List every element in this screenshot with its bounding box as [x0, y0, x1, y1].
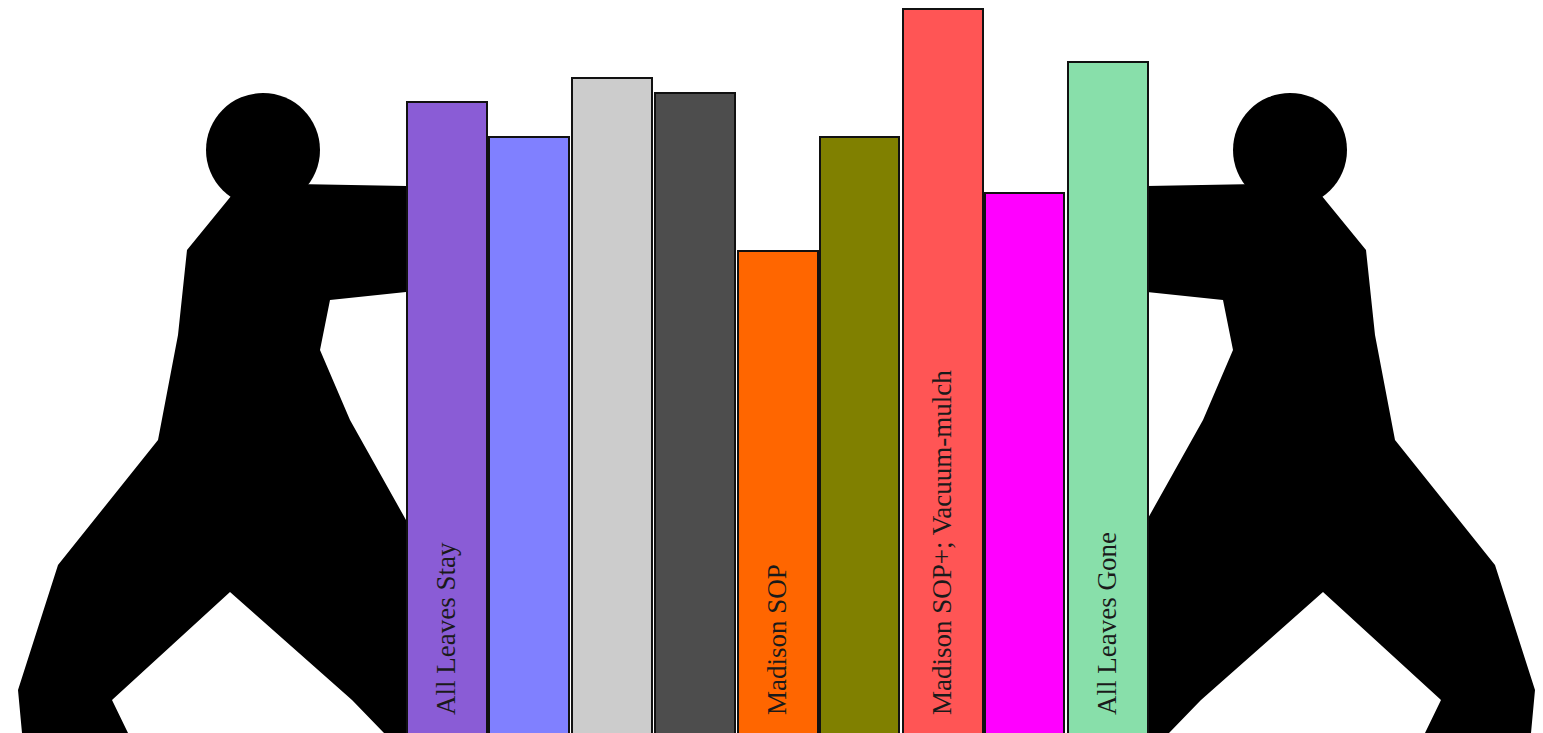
book [489, 137, 569, 733]
book-spine: All Leaves Gone [1067, 61, 1149, 733]
figure-body [18, 184, 406, 733]
book-spine: Madison SOP+; Vacuum-mulch [902, 8, 984, 733]
book [572, 78, 652, 733]
book [655, 93, 735, 733]
spine-label: Madison SOP [762, 564, 793, 715]
book [820, 137, 899, 733]
spine-label: Madison SOP+; Vacuum-mulch [927, 370, 958, 715]
spine-label: All Leaves Stay [431, 543, 462, 715]
pushing-figure [18, 93, 406, 733]
book-spine: Madison SOP [737, 250, 819, 733]
figure-body [1147, 184, 1535, 733]
book [985, 193, 1064, 733]
book-spine: All Leaves Stay [406, 101, 488, 733]
pushing-figure [1147, 93, 1535, 733]
spine-label: All Leaves Gone [1092, 532, 1123, 715]
